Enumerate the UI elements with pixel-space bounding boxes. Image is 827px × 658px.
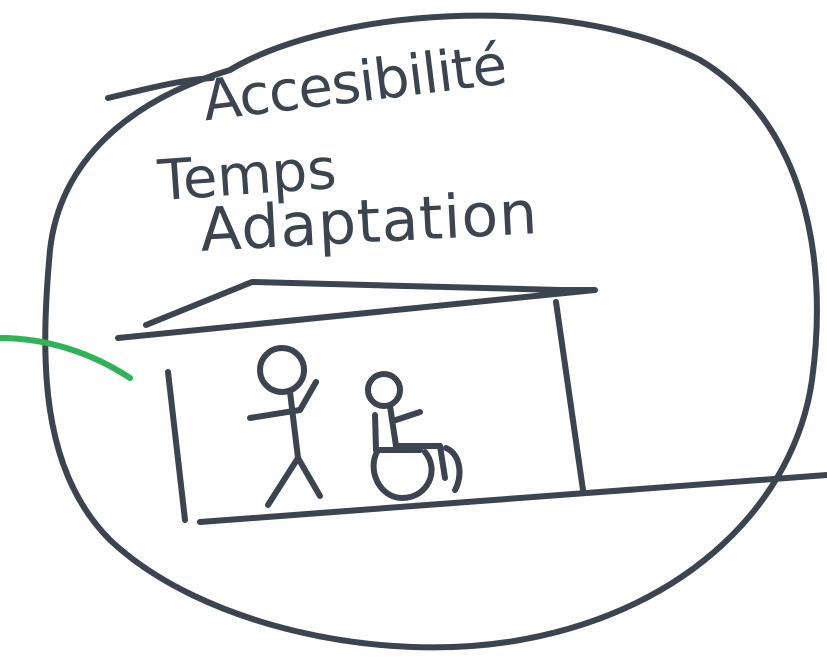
enclosing-circle (42, 12, 820, 651)
left-wall (165, 369, 188, 523)
standing-person-icon (247, 345, 323, 508)
connector-line (0, 335, 133, 381)
floor-line (197, 472, 827, 525)
roof-outline (115, 279, 598, 341)
circle-tail (105, 75, 215, 101)
label-adaptation: Adaptation (198, 178, 540, 266)
wheelchair-user-icon (365, 371, 463, 501)
right-wall (553, 299, 586, 493)
